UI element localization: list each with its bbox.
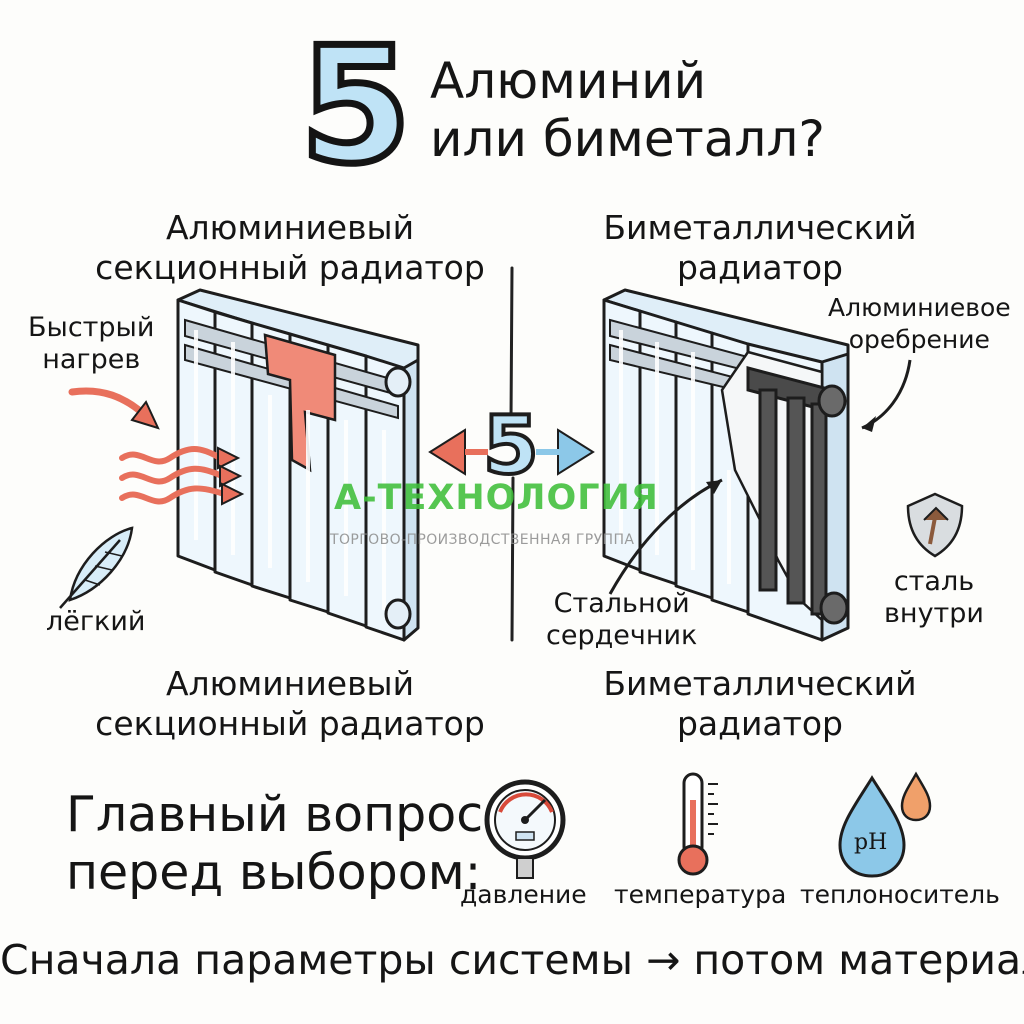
left-heading-bottom-line-2: секционный радиатор	[95, 704, 485, 743]
left-heading-bottom-line-1: Алюминиевый	[165, 664, 415, 703]
note-fast-line-2: нагрев	[42, 344, 141, 375]
left-heading-top: Алюминиевый секционный радиатор	[70, 208, 510, 288]
note-steel-inside: сталь внутри	[884, 566, 984, 630]
note-steel-line-1: сталь	[893, 566, 975, 597]
right-heading-top: Биметаллический радиатор	[560, 208, 960, 288]
question-line-2: перед выбором:	[66, 844, 482, 901]
note-fins-line-2: оребрение	[848, 325, 990, 354]
param-temperature-label: температура	[614, 880, 787, 909]
param-pressure-label: давление	[460, 880, 587, 909]
title-line-2: или биметалл?	[430, 110, 825, 168]
note-fast-line-1: Быстрый	[28, 312, 155, 343]
right-heading-bottom: Биметаллический радиатор	[560, 664, 960, 744]
title-line-1: Алюминий	[430, 52, 707, 110]
note-fins-line-1: Алюминиевое	[828, 293, 1011, 322]
note-fast-heating: Быстрый нагрев	[28, 312, 154, 376]
question-line-1: Главный вопрос	[66, 786, 484, 843]
footer-conclusion: Сначала параметры системы → потом матери…	[0, 936, 1024, 984]
right-heading-top-line-2: радиатор	[676, 248, 843, 287]
note-aluminium-fins: Алюминиевое оребрение	[828, 292, 1011, 356]
left-heading-top-line-2: секционный радиатор	[95, 248, 485, 287]
watermark-tagline: ТОРГОВО-ПРОИЗВОДСТВЕННАЯ ГРУППА	[330, 532, 635, 548]
page-title: Алюминий или биметалл?	[430, 52, 825, 168]
note-steel-core: Стальной сердечник	[546, 588, 697, 652]
center-badge: 5	[481, 399, 541, 492]
note-light: лёгкий	[46, 606, 146, 637]
param-coolant-label: теплоноситель	[800, 880, 1000, 909]
title-number: 5	[296, 12, 414, 199]
main-question: Главный вопрос перед выбором:	[66, 786, 483, 902]
right-heading-bottom-line-1: Биметаллический	[603, 664, 917, 703]
right-heading-bottom-line-2: радиатор	[676, 704, 843, 743]
note-core-line-2: сердечник	[546, 620, 698, 651]
left-heading-top-line-1: Алюминиевый	[165, 208, 415, 247]
note-steel-line-2: внутри	[884, 598, 984, 629]
ph-drop-label: pH	[854, 830, 888, 855]
left-heading-bottom: Алюминиевый секционный радиатор	[70, 664, 510, 744]
note-core-line-1: Стальной	[553, 588, 690, 619]
watermark-brand: А-ТЕХНОЛОГИЯ	[334, 478, 659, 518]
right-heading-top-line-1: Биметаллический	[603, 208, 917, 247]
